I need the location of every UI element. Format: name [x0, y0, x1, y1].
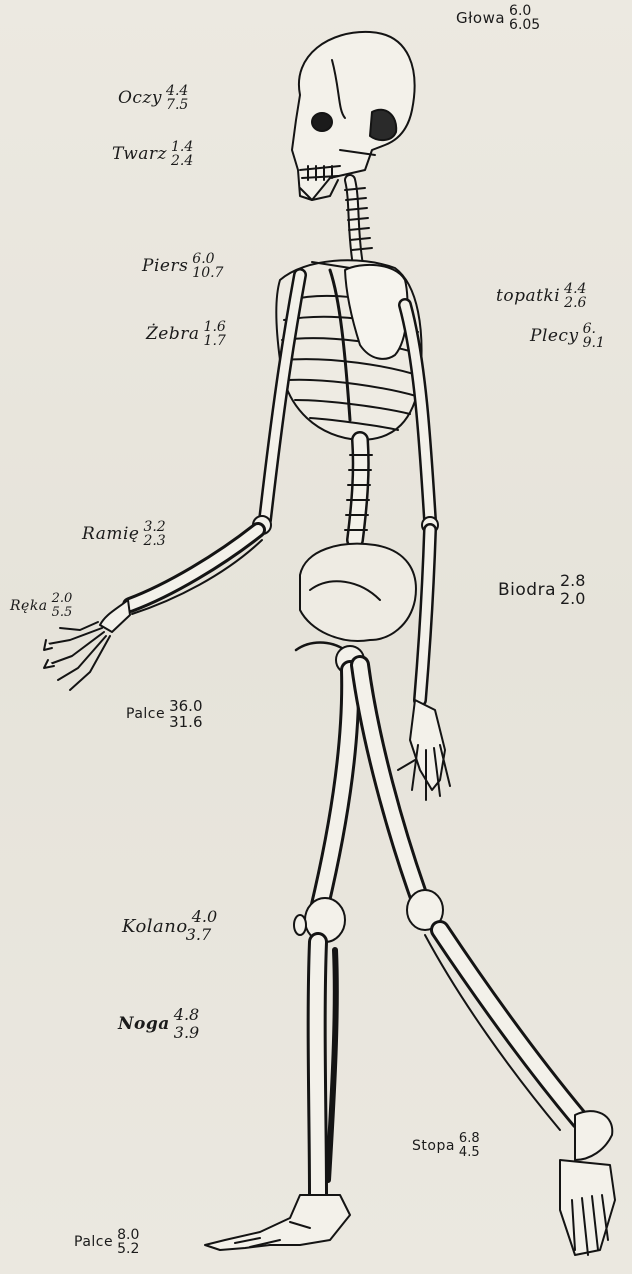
label-biodra: Biodra 2.82.0 — [498, 572, 585, 608]
label-zebra: Żebra 1.61.7 — [146, 320, 226, 348]
value-bottom: 4.5 — [459, 1146, 480, 1160]
value-top: 2.0 — [52, 592, 73, 606]
lumbar-spine — [345, 440, 372, 540]
label-stopa: Stopa 6.84.5 — [412, 1132, 480, 1160]
value-bottom: 7.5 — [166, 98, 188, 112]
value-top: 4.8 — [174, 1006, 199, 1024]
label-piers: Piers 6.010.7 — [142, 252, 223, 280]
value-top: 2.8 — [560, 572, 585, 590]
value-top: 3.2 — [143, 520, 165, 534]
value-bottom: 3.7 — [186, 926, 217, 944]
label-palce-reki: Palce 36.031.6 — [126, 698, 203, 730]
label-kolano: Kolano 4.03.7 — [122, 908, 217, 944]
value-bottom: 9.1 — [583, 336, 605, 350]
value-bottom: 5.5 — [52, 606, 73, 620]
value-bottom: 2.3 — [143, 534, 165, 548]
label-twarz: Twarz 1.42.4 — [112, 140, 193, 168]
value-bottom: 6.05 — [509, 18, 540, 32]
value-top: 36.0 — [169, 698, 202, 714]
value-top: 6.0 — [509, 4, 540, 18]
value-top: 4.0 — [192, 908, 217, 926]
value-bottom: 10.7 — [192, 266, 223, 280]
label-reka: Ręka 2.05.5 — [10, 592, 72, 620]
label-palce-stopy: Palce 8.05.2 — [74, 1228, 139, 1256]
lifted-foot — [560, 1111, 615, 1255]
label-ramie: Ramię 3.22.3 — [82, 520, 166, 548]
label-lopatki: topatki 4.42.6 — [496, 282, 586, 310]
value-top: 6. — [583, 322, 605, 336]
planted-foot — [205, 1195, 350, 1250]
value-top: 8.0 — [117, 1228, 139, 1242]
value-bottom: 3.9 — [174, 1024, 199, 1042]
label-glowa: Głowa 6.06.05 — [456, 4, 540, 32]
value-bottom: 5.2 — [117, 1242, 139, 1256]
value-bottom: 2.6 — [564, 296, 586, 310]
label-plecy: Plecy 6.9.1 — [530, 322, 605, 350]
value-bottom: 31.6 — [169, 714, 202, 730]
value-bottom: 2.4 — [171, 154, 193, 168]
value-top: 4.4 — [166, 84, 188, 98]
label-oczy: Oczy 4.47.5 — [118, 84, 188, 112]
value-top: 6.0 — [192, 252, 223, 266]
femurs — [320, 646, 420, 905]
value-bottom: 2.0 — [560, 590, 585, 608]
label-noga: Noga 4.83.9 — [118, 1006, 199, 1042]
skull — [292, 32, 415, 200]
value-top: 1.4 — [171, 140, 193, 154]
value-top: 4.4 — [564, 282, 586, 296]
value-top: 1.6 — [204, 320, 226, 334]
cervical-spine — [345, 180, 372, 265]
value-top: 6.8 — [459, 1132, 480, 1146]
value-bottom: 1.7 — [204, 334, 226, 348]
pelvis — [296, 544, 416, 650]
